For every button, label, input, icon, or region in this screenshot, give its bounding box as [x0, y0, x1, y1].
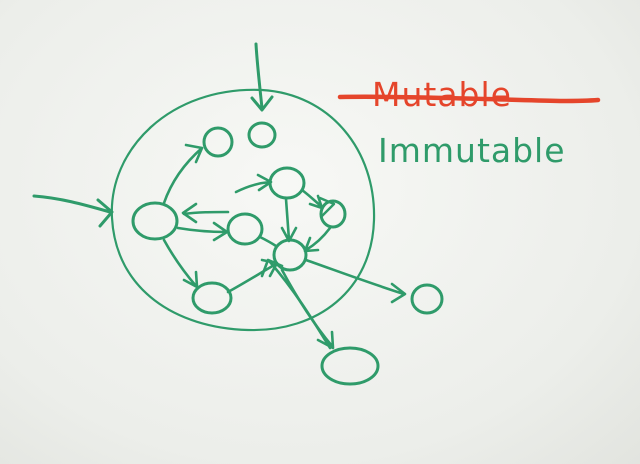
arrow-root-to-top-left — [162, 143, 204, 205]
node-center — [226, 212, 264, 246]
incoming-arrow-left — [32, 194, 114, 228]
arrow-center-to-upper-middle — [234, 173, 273, 194]
arrow-outside-bottom-to-lower-right — [260, 258, 332, 350]
arrow-upper-middle-to-right — [300, 188, 324, 210]
arrow-bottom-left-to-lower-right — [226, 258, 279, 294]
arrow-right-inbound-tick — [318, 196, 336, 218]
node-bottom-left — [191, 281, 233, 315]
arrow-root-to-center — [176, 221, 229, 242]
heap-boundary-circle — [110, 88, 376, 332]
node-upper-middle — [268, 166, 306, 200]
arrow-right-to-lower-right — [303, 226, 332, 253]
arrow-lower-right-to-center — [258, 235, 278, 248]
green-ink-drawing — [32, 42, 444, 386]
arrow-root-to-bottom-left — [162, 238, 199, 289]
arrow-center-to-root — [181, 202, 230, 224]
node-top-right — [247, 121, 277, 149]
incoming-arrow-top — [250, 42, 274, 112]
mutable-label: Mutable — [372, 75, 512, 114]
outside-node-right — [410, 283, 444, 315]
node-top-left — [202, 126, 234, 158]
arrow-upper-middle-to-lower-right — [280, 197, 298, 243]
root-node — [131, 201, 179, 241]
immutable-label: Immutable — [378, 131, 566, 170]
arrow-lower-right-to-outside-bottom — [280, 268, 335, 350]
node-right — [319, 199, 347, 229]
outside-node-bottom — [320, 346, 380, 386]
arrow-lower-right-to-outside-right — [304, 258, 407, 304]
strikethrough-line — [337, 94, 601, 104]
